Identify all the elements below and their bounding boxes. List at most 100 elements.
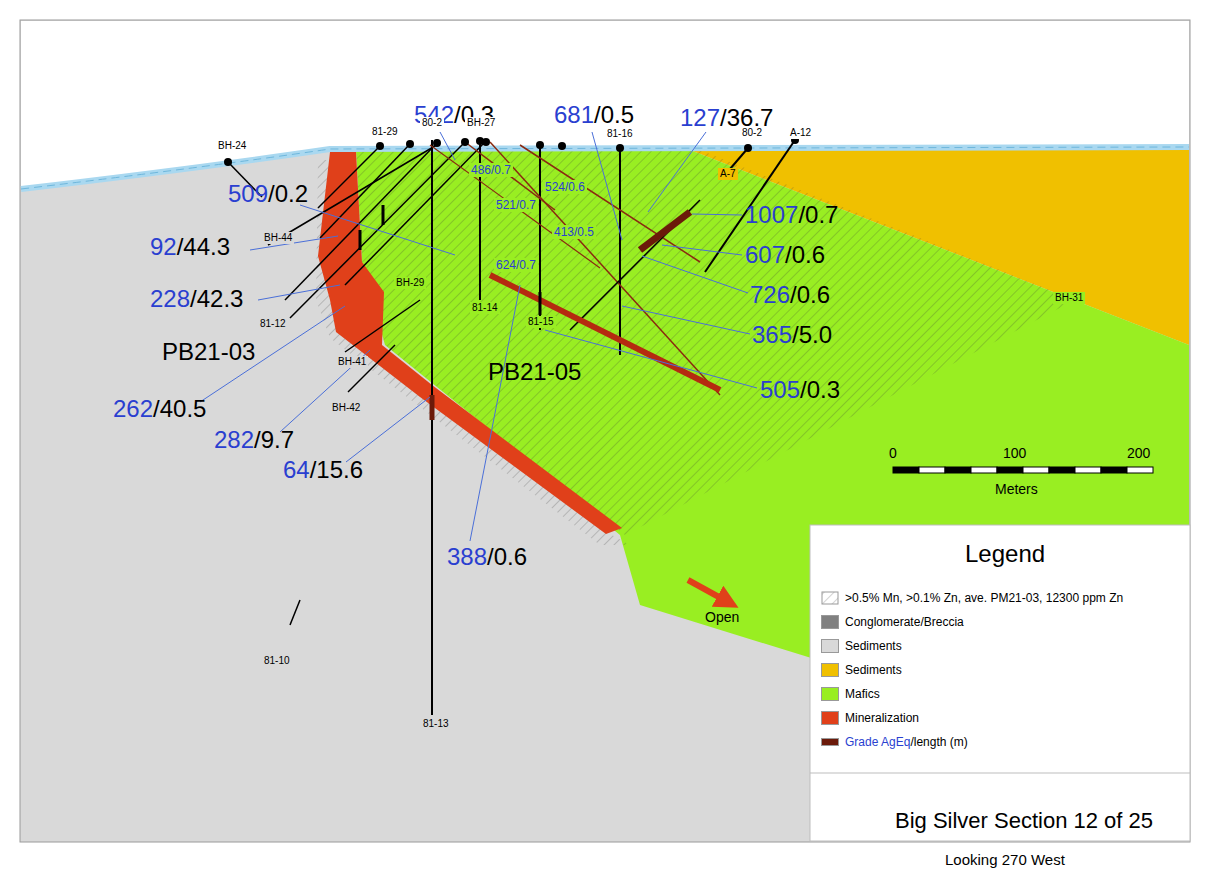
legend-swatch [822, 616, 838, 628]
mineralization [318, 152, 622, 534]
grade-callout: 262/40.5 [113, 397, 206, 421]
grade-callout: 681/0.5 [554, 103, 634, 127]
hole-name: A-7 [718, 168, 738, 180]
leader-line [440, 132, 455, 160]
grade-callout: 413/0.5 [552, 225, 596, 239]
view-direction: Looking 270 West [945, 852, 1065, 867]
scale-segment [893, 467, 919, 473]
hole-name: BH-41 [336, 356, 368, 368]
grade-callout: 486/0.7 [469, 163, 513, 177]
hole-name: BH-31 [1053, 292, 1085, 304]
drill-hole [359, 230, 362, 250]
collar [433, 139, 441, 147]
leader-line [692, 214, 742, 215]
leader-line [622, 306, 750, 334]
legend-text: Grade AgEq/length (m) [845, 736, 968, 748]
drill-hole [640, 212, 690, 250]
grade-callout: 1007/0.7 [745, 203, 838, 227]
grade-callout: PB21-03 [162, 340, 255, 364]
open-arrow [688, 580, 728, 602]
legend-text: >0.5% Mn, >0.1% Zn, ave. PM21-03, 12300 … [845, 592, 1123, 604]
annotation: Legend [965, 542, 1045, 566]
drill-hole [430, 395, 435, 420]
grade-callout: 726/0.6 [750, 283, 830, 307]
drill-hole [539, 145, 541, 330]
scale-segment [1127, 467, 1153, 473]
drill-hole [320, 144, 410, 238]
sediments-ground [20, 20, 1190, 842]
legend-text: Mineralization [845, 712, 919, 724]
grade-callout: PB21-05 [488, 360, 581, 384]
scale-segment [1023, 467, 1049, 473]
collar [558, 142, 566, 150]
hole-name: 81-15 [526, 316, 556, 328]
annotation: 100 [1003, 446, 1026, 460]
grade-callout: 505/0.3 [760, 378, 840, 402]
scale-segment [1075, 467, 1101, 473]
drill-hole [345, 142, 485, 285]
drill-hole [430, 145, 600, 268]
hole-name: 80-2 [740, 127, 764, 139]
legend-divider [810, 773, 1190, 774]
hole-name: BH-29 [394, 277, 426, 289]
grade-callout: 282/9.7 [214, 428, 294, 452]
grade-callout: 92/44.3 [150, 235, 230, 259]
scale-segment [1101, 467, 1127, 473]
drill-hole [520, 145, 700, 262]
annotation: 0 [889, 446, 897, 460]
legend-text: Conglomerate/Breccia [845, 616, 964, 628]
hole-name: 80-2 [420, 117, 444, 129]
leader-lines [200, 132, 757, 541]
leader-line [648, 132, 706, 212]
legend-swatch [822, 739, 838, 745]
drill-hole [348, 345, 395, 392]
legend-swatch [822, 664, 838, 676]
grade-callout: 524/0.6 [543, 180, 587, 194]
collar [461, 138, 469, 146]
grade-callout: 228/42.3 [150, 287, 243, 311]
hole-name: BH-27 [465, 117, 497, 129]
annotation: Open [705, 610, 739, 624]
grade-callout: 365/5.0 [752, 323, 832, 347]
legend-text: Mafics [845, 688, 880, 700]
hole-name: 81-29 [370, 126, 400, 138]
legend-swatch [822, 640, 838, 652]
collar [376, 142, 384, 150]
hole-name: BH-42 [330, 402, 362, 414]
grade-callout: 607/0.6 [745, 243, 825, 267]
hole-name: A-12 [788, 127, 813, 139]
leader-line [258, 285, 340, 300]
grade-callout: 64/15.6 [283, 458, 363, 482]
drill-hole [285, 143, 437, 300]
scale-bar [893, 467, 1153, 473]
leader-line [280, 350, 370, 432]
legend-box [810, 525, 1190, 841]
hole-name: 81-10 [262, 655, 292, 667]
hole-name: 81-13 [421, 718, 451, 730]
collar [616, 144, 624, 152]
annotation: 200 [1127, 446, 1150, 460]
leader-line [662, 245, 742, 255]
legend-text: Sediments [845, 664, 902, 676]
surface [21, 147, 1189, 189]
grade-callout: 624/0.7 [494, 258, 538, 272]
surface [21, 147, 1189, 189]
drill-hole [539, 292, 542, 315]
collar [536, 141, 544, 149]
leader-line [592, 132, 622, 240]
leader-line [470, 285, 520, 541]
collar [224, 158, 232, 166]
drill-hole [290, 600, 300, 625]
drill-holes [224, 136, 799, 715]
scale-segment [1049, 467, 1075, 473]
hole-name: 81-16 [605, 128, 635, 140]
drill-hole [619, 148, 621, 355]
hole-name: 81-14 [470, 302, 500, 314]
drill-hole [345, 300, 420, 352]
scale-segment [945, 467, 971, 473]
leader-line [300, 205, 455, 255]
drill-hole [318, 146, 380, 208]
drill-hole [290, 142, 465, 318]
leader-line [642, 256, 748, 293]
